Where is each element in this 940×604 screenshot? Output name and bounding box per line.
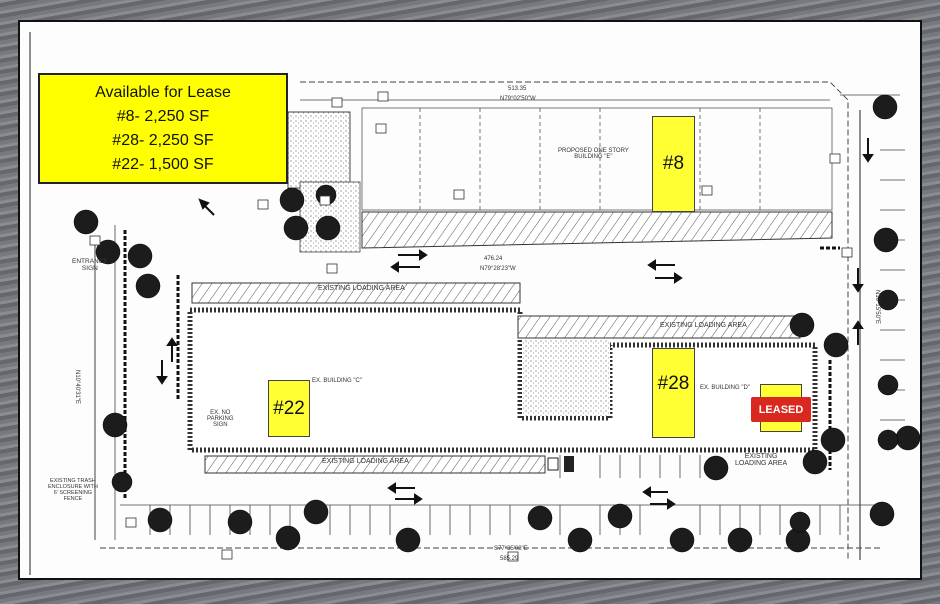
- landscape-bed: [287, 111, 351, 189]
- small-boxes: [89, 91, 853, 562]
- unit-8[interactable]: #8: [652, 116, 695, 212]
- label-bearing-left: N10°40'31"E: [74, 370, 80, 405]
- callout-line-8: #8- 2,250 SF: [116, 107, 210, 125]
- callout-heading: Available for Lease: [95, 83, 231, 101]
- label-bearing-top: N79°02'50"W: [500, 96, 536, 102]
- leased-badge: LEASED: [751, 397, 811, 422]
- label-length-mid: 476.24: [484, 256, 503, 262]
- unit-22-label: #22: [273, 397, 305, 419]
- label-bearing-mid: N79°28'23"W: [480, 266, 516, 272]
- unit-8-label: #8: [662, 153, 685, 174]
- label-length-bottom: 585.29: [500, 556, 519, 562]
- label-trash-enclosure: EXISTING TRASH ENCLOSURE WITH 6' SCREENI…: [48, 478, 98, 502]
- ada-marker: [547, 456, 574, 472]
- label-building-c: EX. BUILDING "C": [312, 378, 362, 384]
- callout-line-22: #22- 1,500 SF: [112, 155, 214, 173]
- label-loading-right: EXISTING LOADING AREA: [660, 322, 747, 329]
- traffic-arrows: [156, 138, 874, 510]
- loading-area-top: [191, 282, 521, 304]
- callout-line-28: #28- 2,250 SF: [112, 131, 214, 149]
- label-loading-top: EXISTING LOADING AREA: [318, 285, 405, 292]
- label-bearing-bottom: S77°35'08"E: [494, 546, 528, 552]
- unit-28[interactable]: #28: [652, 348, 695, 438]
- property-lines: [29, 32, 900, 575]
- label-no-parking: EX. NO PARKING SIGN: [207, 410, 234, 428]
- unit-22[interactable]: #22: [268, 380, 310, 437]
- label-building-d: EX. BUILDING "D": [700, 385, 750, 391]
- label-entrance-sign: ENTRANCE SIGN: [72, 258, 108, 272]
- sidewalk-hatch: [361, 211, 833, 249]
- label-length-top: 513.35: [508, 86, 527, 92]
- trees: [73, 94, 921, 553]
- curbs: [123, 230, 840, 500]
- label-proposed-building: PROPOSED ONE STORY BUILDING "E": [558, 148, 629, 160]
- loading-area-right: [517, 315, 801, 339]
- unit-28-label: #28: [657, 373, 690, 394]
- label-loading-corner: EXISTING LOADING AREA: [735, 453, 788, 467]
- loading-area-bottom: [204, 455, 546, 474]
- label-bearing-right: N10°15'50"E: [874, 290, 880, 325]
- label-loading-bottom: EXISTING LOADING AREA: [322, 458, 409, 465]
- courtyard: [522, 330, 610, 416]
- available-for-lease-callout: Available for Lease #8- 2,250 SF #28- 2,…: [38, 73, 288, 184]
